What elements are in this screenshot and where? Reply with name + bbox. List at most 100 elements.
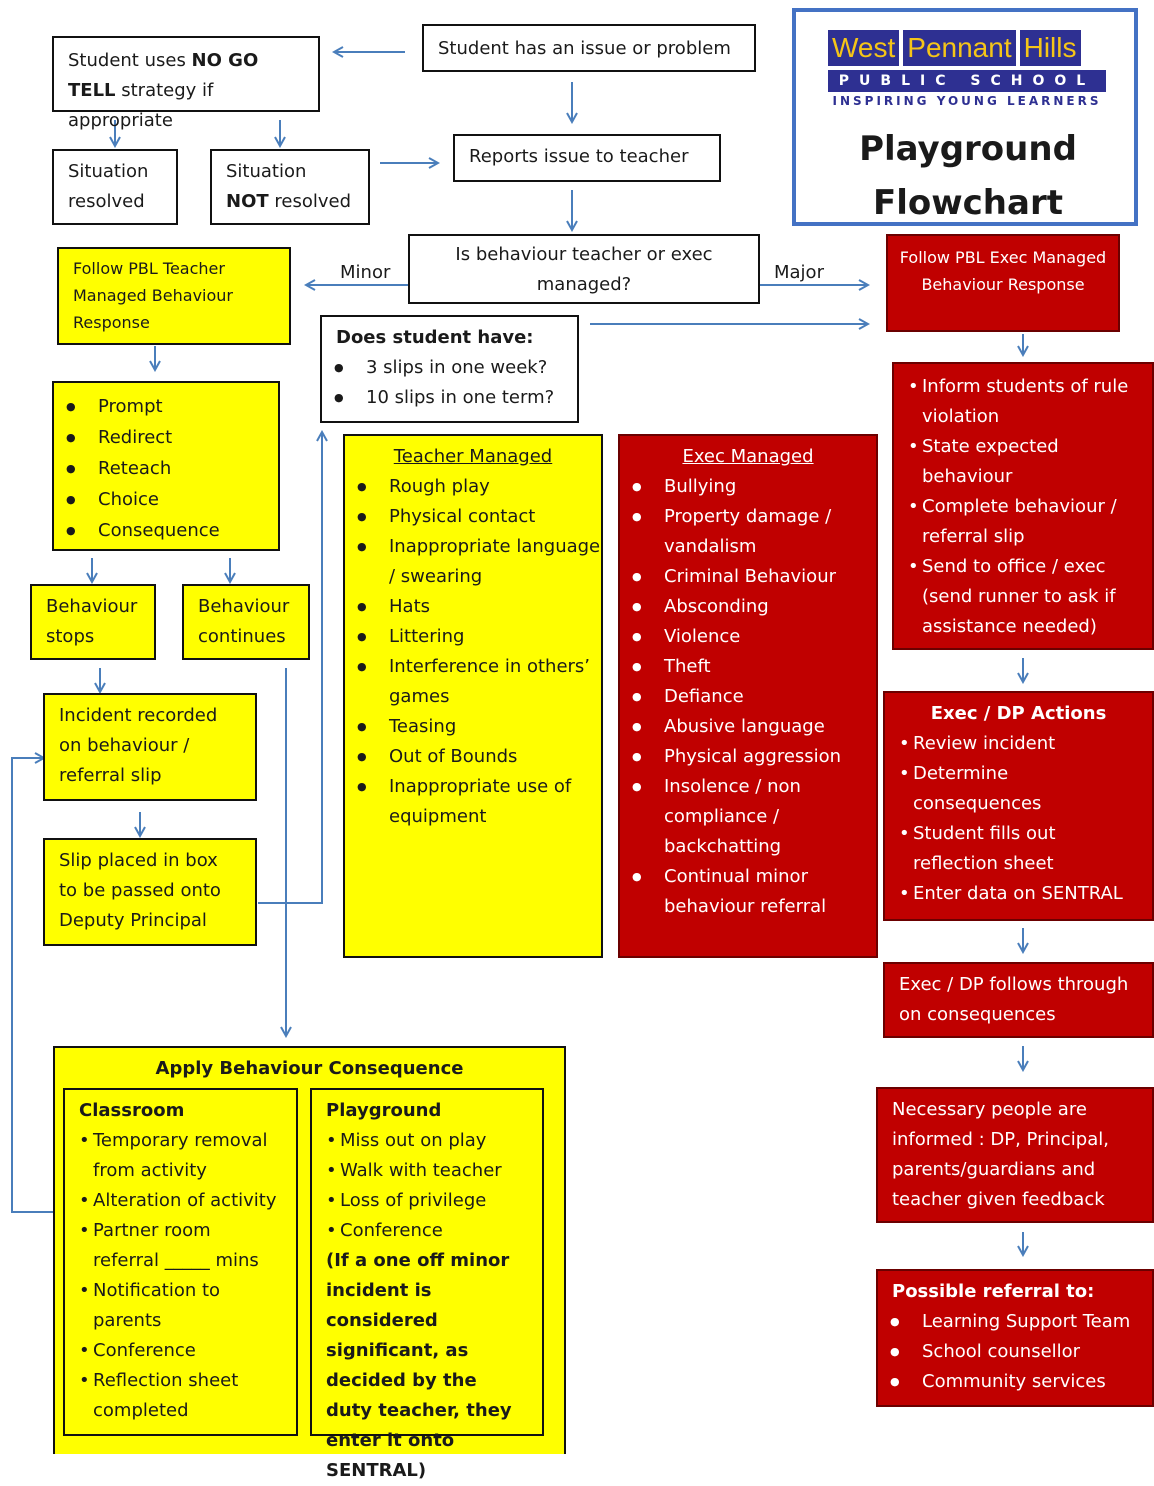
list-item: State expected behaviour [908,432,1138,492]
playground-note: (If a one off minor incident is consider… [326,1250,512,1481]
list-item: Defiance [620,682,876,712]
nogotell-pre: Student uses [68,50,192,71]
pbl-teacher-box: Follow PBL Teacher Managed Behaviour Res… [57,247,291,345]
list-item: Physical contact [345,502,601,532]
list-item: Littering [345,622,601,652]
inform-box: Inform students of rule violation State … [892,362,1154,650]
pbl-exec-box: Follow PBL Exec Managed Behaviour Respon… [886,234,1120,332]
list-item: Student fills out reflection sheet [899,819,1138,879]
not-resolved-post: resolved [268,191,352,212]
list-item: Consequence [54,515,278,546]
incident-recorded-box: Incident recorded on behaviour / referra… [43,693,257,801]
teacher-managed-title: Teacher Managed [393,446,553,467]
list-item: Notification to parents [79,1276,282,1336]
behaviour-continues-box: Behaviour continues [182,584,310,660]
list-item: Determine consequences [899,759,1138,819]
prompt-list-box: Prompt Redirect Reteach Choice Consequen… [52,381,280,551]
playground-title: Playground [326,1100,442,1121]
possible-referral-box: Possible referral to: Learning Support T… [876,1269,1154,1407]
list-item: Partner room referral _____ mins [79,1216,282,1276]
playground-list: Miss out on play Walk with teacher Loss … [326,1126,528,1246]
inform-list: Inform students of rule violation State … [908,372,1138,642]
not-resolved-pre: Situation [226,161,307,182]
exec-actions-list: Review incident Determine consequences S… [899,729,1138,909]
nogotell-bold: NO GO TELL [68,50,259,101]
classroom-title: Classroom [79,1100,185,1121]
playground-box: Playground Miss out on play Walk with te… [310,1088,544,1481]
list-item: Redirect [54,422,278,453]
list-item: Absconding [620,592,876,622]
classroom-list: Temporary removal from activity Alterati… [79,1126,282,1426]
logo-word-pennant: Pennant [903,30,1016,66]
list-item: Theft [620,652,876,682]
exec-managed-title: Exec Managed [682,446,814,467]
list-item: Interference in others’ games [345,652,601,712]
list-item: 3 slips in one week? [322,353,563,383]
reports-box: Reports issue to teacher [453,134,721,182]
slips-title: Does student have: [336,327,534,348]
logo-public-school: PUBLIC SCHOOL [828,70,1106,92]
referral-title: Possible referral to: [892,1281,1095,1302]
exec-managed-box: Exec Managed Bullying Property damage / … [618,434,878,958]
list-item: 10 slips in one term? [322,383,563,413]
not-resolved-bold: NOT [226,191,269,212]
list-item: Continual minor behaviour referral [620,862,876,922]
question-box: Is behaviour teacher or exec managed? [408,234,760,304]
list-item: Send to office / exec (send runner to as… [908,552,1138,642]
teacher-managed-list: Rough play Physical contact Inappropriat… [345,472,601,832]
list-item: Community services [878,1367,1152,1397]
list-item: Complete behaviour / referral slip [908,492,1138,552]
list-item: Criminal Behaviour [620,562,876,592]
list-item: Prompt [54,391,278,422]
list-item: Learning Support Team [878,1307,1152,1337]
slips-box: Does student have: 3 slips in one week? … [320,315,579,423]
referral-list: Learning Support Team School counsellor … [878,1307,1152,1397]
list-item: Reflection sheet completed [79,1366,282,1426]
list-item: Hats [345,592,601,622]
list-item: Property damage / vandalism [620,502,876,562]
issue-box: Student has an issue or problem [422,24,756,72]
list-item: Out of Bounds [345,742,601,772]
list-item: School counsellor [878,1337,1152,1367]
list-item: Physical aggression [620,742,876,772]
slip-box-box: Slip placed in box to be passed onto Dep… [43,838,257,946]
list-item: Insolence / non compliance / backchattin… [620,772,876,862]
behaviour-stops-box: Behaviour stops [30,584,156,660]
logo-word-west: West [828,30,900,66]
nogotell-post: strategy if appropriate [68,80,214,131]
arrow-slipbox-to-slips [258,432,322,904]
list-item: Temporary removal from activity [79,1126,282,1186]
logo-tagline: INSPIRING YOUNG LEARNERS [832,94,1102,108]
classroom-box: Classroom Temporary removal from activit… [63,1088,298,1436]
list-item: Review incident [899,729,1138,759]
apply-consequence-box: Apply Behaviour Consequence Classroom Te… [53,1046,566,1481]
teacher-managed-box: Teacher Managed Rough play Physical cont… [343,434,603,958]
list-item: Enter data on SENTRAL [899,879,1138,909]
prompt-list: Prompt Redirect Reteach Choice Consequen… [54,391,278,546]
list-item: Conference [79,1336,282,1366]
list-item: Conference [326,1216,528,1246]
situation-not-resolved-box: Situation NOT resolved [210,149,370,225]
page-title: Playground Flowchart [859,129,1077,223]
list-item: Choice [54,484,278,515]
list-item: Inappropriate use of equipment [345,772,601,832]
nogotell-box: Student uses NO GO TELL strategy if appr… [52,36,320,131]
list-item: Loss of privilege [326,1186,528,1216]
minor-label: Minor [340,262,391,283]
apply-consequence-title: Apply Behaviour Consequence [155,1058,464,1079]
list-item: Alteration of activity [79,1186,282,1216]
arrow-consequence-to-recorded [11,758,54,1213]
exec-managed-list: Bullying Property damage / vandalism Cri… [620,472,876,922]
school-logo-box: West Pennant Hills PUBLIC SCHOOL INSPIRI… [792,8,1138,226]
connector-arrows [11,0,1154,1454]
exec-actions-box: Exec / DP Actions Review incident Determ… [883,691,1154,921]
list-item: Reteach [54,453,278,484]
situation-resolved-box: Situation resolved [52,149,178,225]
list-item: Rough play [345,472,601,502]
list-item: Walk with teacher [326,1156,528,1186]
major-label: Major [774,262,824,283]
exec-actions-title: Exec / DP Actions [930,703,1107,724]
list-item: Inform students of rule violation [908,372,1138,432]
slips-list: 3 slips in one week? 10 slips in one ter… [322,353,563,413]
list-item: Miss out on play [326,1126,528,1156]
